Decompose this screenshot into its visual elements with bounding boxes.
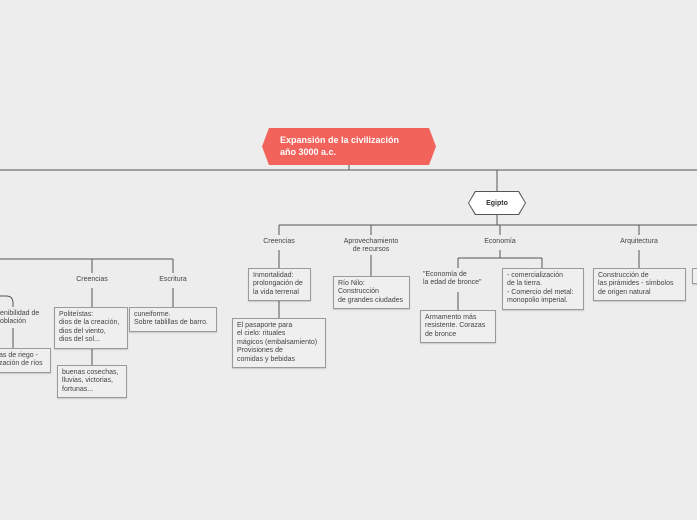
egipto-node[interactable]: Egipto xyxy=(469,192,525,214)
left-branch-escritura[interactable]: Escritura xyxy=(159,276,187,283)
note-economia-bronce[interactable]: "Economía de la edad de bronce" xyxy=(423,271,482,287)
branch-aprovechamiento[interactable]: Aprovechamiento de recursos xyxy=(343,238,399,254)
note-cosechas[interactable]: buenas cosechas, lluvias, victorias, for… xyxy=(57,365,127,399)
left-branch-creencias[interactable]: Creencias xyxy=(76,276,108,283)
branch-economia[interactable]: Economía xyxy=(484,238,516,245)
note-inmortalidad[interactable]: Inmortalidad: prolongación de la vida te… xyxy=(248,268,311,302)
note-cuneiforme[interactable]: cuneiforme. Sobre tablillas de barro. xyxy=(129,307,217,332)
note-comercializacion[interactable]: - comercialización de la tierra. - Comer… xyxy=(502,268,584,310)
note-sensibilidad[interactable]: enibilidad de oblación xyxy=(0,310,40,326)
note-pasaporte[interactable]: El pasaporte para el cielo: rituales mág… xyxy=(232,318,326,368)
note-offscreen xyxy=(692,268,697,284)
note-piramides[interactable]: Construcción de las pirámides - símbolos… xyxy=(593,268,686,302)
note-politeistas[interactable]: Politeístas: dios de la creación, dios d… xyxy=(54,307,128,349)
note-rio-nilo[interactable]: Río Nilo: Construcción de grandes ciudad… xyxy=(333,276,410,310)
branch-creencias[interactable]: Creencias xyxy=(263,238,295,245)
branch-arquitectura[interactable]: Arquitectura xyxy=(620,238,658,245)
note-riego[interactable]: as de riego - zación de ríos xyxy=(0,348,51,373)
root-topic[interactable]: Expansión de la civilización año 3000 a.… xyxy=(262,128,436,165)
note-armamento[interactable]: Armamento más resistente. Corazas de bro… xyxy=(420,310,496,344)
